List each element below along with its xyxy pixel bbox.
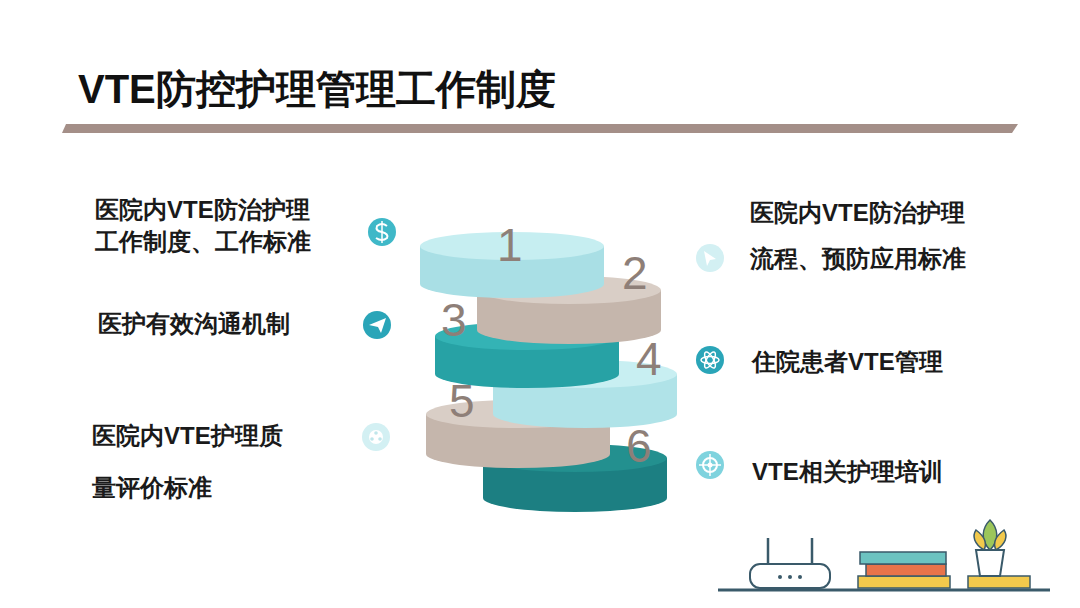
callout-number: 5: [449, 378, 475, 424]
target-icon: [696, 451, 724, 479]
atom-icon: [696, 346, 724, 374]
item-label: 住院患者VTE管理: [752, 346, 1042, 378]
callout-number: 3: [441, 297, 467, 343]
desk-illustration: [718, 520, 1050, 590]
title: VTE防控护理管理工作制度: [78, 62, 556, 117]
callout-number: 2: [622, 250, 648, 296]
stack-disk: 1: [418, 230, 606, 300]
callout-number: 6: [626, 423, 652, 469]
item-label: VTE相关护理培训: [752, 456, 1042, 488]
dollar-icon: [368, 218, 396, 246]
item-label: 医院内VTE防治护理 流程、预防应用标准: [750, 190, 1040, 282]
callout-number: 4: [636, 336, 662, 382]
item-label: 医护有效沟通机制: [98, 308, 388, 340]
film-icon: [362, 423, 390, 451]
callout-number: 1: [497, 222, 523, 268]
title-rule: [62, 124, 1018, 133]
item-label: 医院内VTE防治护理 工作制度、工作标准: [95, 194, 385, 258]
item-label: 医院内VTE护理质 量评价标准: [92, 410, 382, 514]
cursor-icon: [696, 244, 724, 272]
plane-icon: [363, 311, 391, 339]
